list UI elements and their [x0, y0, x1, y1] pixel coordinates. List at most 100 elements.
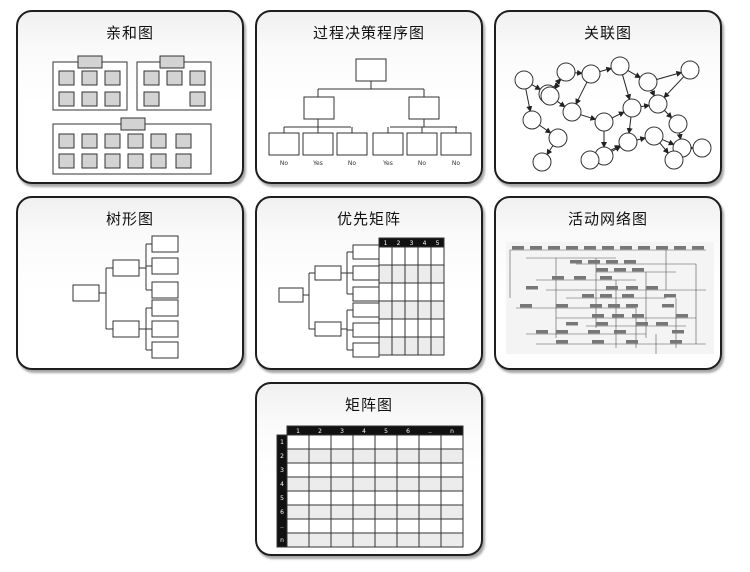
tree-leaf [151, 341, 179, 359]
pdpc-leaf-label: No [348, 160, 356, 167]
relation-arrow [626, 116, 633, 135]
affinity-card [166, 70, 183, 86]
matrix-row-header: 5 [280, 495, 284, 502]
relation-arrow [574, 69, 584, 76]
priority-column-header: 1 [384, 240, 388, 247]
matrix-cell [286, 532, 310, 548]
matrix-header-bar [286, 425, 464, 436]
relation-arrow [621, 74, 632, 101]
relation-node [562, 102, 582, 122]
relation-arrow [627, 70, 642, 79]
panel-title: 活动网络图 [567, 210, 648, 228]
relation-arrow [636, 136, 647, 143]
network-activity-box [632, 314, 644, 318]
relation-node [580, 150, 600, 170]
matrix-cell [352, 532, 376, 548]
panel-title: 关联图 [583, 24, 632, 42]
network-activity-box [608, 304, 620, 308]
priority-cell [404, 246, 419, 266]
pdpc-leaf-label: Yes [312, 160, 323, 167]
relation-node [692, 138, 712, 158]
pdpc-leaf [302, 132, 334, 156]
network-activity-box [592, 314, 604, 318]
affinity-card [104, 70, 121, 86]
pdpc-leaf [372, 132, 404, 156]
matrix-cell [352, 504, 376, 520]
priority-cell [404, 264, 419, 284]
matrix-cell [286, 448, 310, 464]
matrix-cell [330, 448, 354, 464]
priority-cell [417, 246, 432, 266]
affinity-card [150, 153, 167, 169]
relation-arrow [580, 114, 597, 121]
relation-node [618, 132, 638, 152]
matrix-cell [440, 476, 464, 492]
matrix-cell [352, 462, 376, 478]
relation-node [610, 56, 630, 76]
network-activity-box [626, 340, 638, 344]
network-activity-box [596, 268, 608, 272]
network-activity-box [602, 246, 614, 250]
panel-relation: 关联图 [494, 10, 722, 184]
matrix-column-header: 1 [296, 428, 300, 435]
network-activity-box [570, 260, 582, 264]
matrix-row-header: 4 [280, 481, 284, 488]
priority-cell [391, 264, 406, 284]
network-activity-box [600, 294, 612, 298]
panel-title: 优先矩阵 [336, 210, 401, 228]
affinity-card [81, 91, 98, 107]
tree-branch [314, 321, 342, 337]
matrix-cell [308, 518, 332, 534]
matrix-cell [330, 532, 354, 548]
matrix-cell [418, 504, 442, 520]
network-activity-box [692, 246, 704, 250]
relation-node [556, 62, 576, 82]
priority-cell [430, 246, 445, 266]
matrix-cell [330, 462, 354, 478]
panel-title: 树形图 [105, 210, 154, 228]
matrix-cell [286, 462, 310, 478]
network-activity-box [566, 322, 578, 326]
matrix-cell [440, 448, 464, 464]
affinity-card [58, 91, 75, 107]
matrix-row-header: 3 [280, 467, 284, 474]
relation-arrow [525, 88, 533, 113]
network-activity-box [646, 286, 658, 290]
matrix-cell [374, 462, 398, 478]
network-activity-box [626, 286, 638, 290]
pdpc-root [355, 58, 387, 82]
network-activity-box [582, 294, 594, 298]
affinity-card [175, 153, 192, 169]
relation-arrow [531, 84, 542, 90]
affinity-card [189, 70, 206, 86]
priority-cell [430, 318, 445, 338]
matrix-row-header: n [280, 537, 284, 544]
priority-cell [417, 336, 432, 356]
relation-arrow [649, 89, 655, 97]
matrix-cell [286, 518, 310, 534]
network-activity-box [606, 260, 618, 264]
tree-root [278, 287, 304, 303]
network-activity-box [530, 246, 542, 250]
network-activity-box [622, 294, 634, 298]
network-activity-box [632, 268, 644, 272]
matrix-cell [418, 434, 442, 450]
relation-node [622, 98, 642, 118]
matrix-cell [396, 448, 420, 464]
matrix-row-header: 1 [280, 439, 284, 446]
matrix-cell [286, 504, 310, 520]
relation-arrow [676, 132, 683, 141]
tree-leaf [151, 320, 179, 338]
pdpc-node [408, 96, 440, 120]
network-activity-box [556, 330, 568, 334]
network-activity-box [626, 304, 638, 308]
network-activity-box [588, 330, 600, 334]
matrix-cell [418, 490, 442, 506]
priority-cell [430, 300, 445, 320]
panel-affinity: 亲和图 [16, 10, 244, 184]
matrix-cell [308, 434, 332, 450]
matrix-cell [308, 490, 332, 506]
